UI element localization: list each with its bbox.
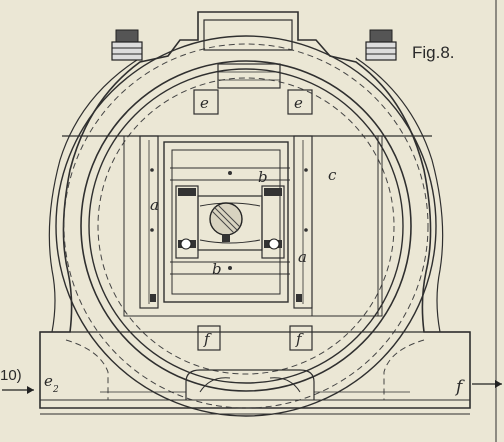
bearing-rings [55,35,437,417]
label-e-right: e [294,94,303,112]
left-bolt [111,29,143,61]
f-box-right [289,325,313,351]
central-frame [123,135,383,317]
label-c: c [328,166,337,184]
label-e-left: e [200,94,209,112]
f-box-left [197,325,221,351]
top-cap [203,19,293,89]
label-reference: 10) [0,367,22,384]
label-f-far: f [454,377,465,397]
label-f-left: f [203,330,212,348]
label-a-left: a [150,196,159,214]
e-box-left [193,89,219,115]
label-a-right: a [298,248,307,266]
arrow-left [2,386,34,394]
label-b-top: b [258,168,268,186]
shaft-assembly [197,195,263,251]
label-e2: e [44,372,53,390]
base-channels [65,339,425,400]
figure-title: Fig.8. [412,43,455,62]
label-b-bottom: b [212,260,222,278]
e-box-right [287,89,313,115]
right-bolt [365,29,397,61]
spring-right [261,185,285,259]
label-e2-subscript: 2 [52,385,59,395]
housing-outline [39,11,471,409]
arrow-right [472,380,502,388]
label-f-right: f [295,330,304,348]
